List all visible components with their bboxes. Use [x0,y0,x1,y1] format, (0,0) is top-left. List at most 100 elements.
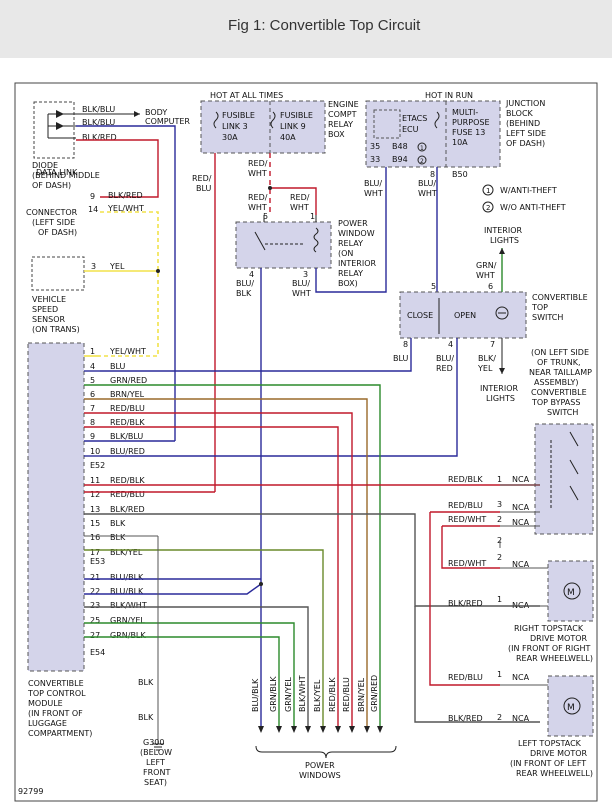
svg-text:CONNECTOR: CONNECTOR [26,208,78,217]
svg-text:(ON TRANS): (ON TRANS) [32,325,80,334]
power-window-arrow [305,726,311,733]
module-pin-wire: BLU [110,362,126,371]
svg-text:40A: 40A [280,133,296,142]
diode: DIODE (BEHIND MIDDLE OF DASH) BLK/BLU BL… [32,101,190,190]
svg-text:COMPT: COMPT [328,110,357,119]
module-pin-number: 22 [90,587,100,596]
svg-text:FRONT: FRONT [143,768,170,777]
svg-text:2: 2 [497,713,502,722]
svg-text:NCA: NCA [512,503,530,512]
module-pin-wire: BLK [110,519,126,528]
module-pin-number: 15 [90,519,100,528]
module-pin-wire: BLK/BLU [110,432,143,441]
power-window-arrow [258,726,264,733]
module-pin-wire: RED/BLU [110,490,145,499]
svg-text:SENSOR: SENSOR [32,315,65,324]
power-window-wire-label: BLK/YEL [313,679,322,712]
module-pin-number: 4 [90,362,95,371]
wire-blk-red-dlc [76,139,159,198]
svg-text:YEL: YEL [109,262,125,271]
svg-text:(BEHIND MIDDLE: (BEHIND MIDDLE [32,171,100,180]
convertible-top-switch: 5 6 CLOSE OPEN CONVERTIBLE TOP SWITCH 8 … [393,282,588,373]
svg-text:ENGINE: ENGINE [328,100,359,109]
power-window-arrow [291,726,297,733]
svg-text:30A: 30A [222,133,238,142]
svg-text:2: 2 [497,515,502,524]
module-pin-wire: BLU/BLK [110,587,144,596]
svg-text:TOP BYPASS: TOP BYPASS [531,398,580,407]
diode-title: DIODE [32,161,58,170]
svg-text:B48: B48 [392,142,408,151]
svg-text:JUNCTION: JUNCTION [505,99,545,108]
svg-text:SEAT): SEAT) [144,778,167,787]
figure-header: Fig 1: Convertible Top Circuit [0,0,612,58]
svg-text:FUSE 13: FUSE 13 [452,128,485,137]
module-pin-number: 13 [90,505,100,514]
svg-text:WINDOWS: WINDOWS [299,771,341,780]
right-topstack-motor: M RIGHT TOPSTACK DRIVE MOTOR (IN FRONT O… [508,560,594,663]
svg-text:3: 3 [303,270,308,279]
svg-text:B94: B94 [392,155,408,164]
svg-text:(IN FRONT OF: (IN FRONT OF [28,709,83,718]
svg-text:INTERIOR: INTERIOR [480,384,519,393]
svg-text:BLK/: BLK/ [478,354,496,363]
module-pin-number: 16 [90,533,100,542]
svg-text:4: 4 [448,340,453,349]
svg-text:W/ANTI-THEFT: W/ANTI-THEFT [500,186,557,195]
svg-text:BLK/RED: BLK/RED [448,599,483,608]
svg-text:1: 1 [310,212,315,221]
module-pin-number: 8 [90,418,95,427]
svg-text:E53: E53 [90,557,105,566]
svg-text:RELAY: RELAY [338,239,363,248]
svg-text:RED/: RED/ [248,159,268,168]
svg-text:1: 1 [420,145,424,152]
svg-text:CONVERTIBLE: CONVERTIBLE [531,388,587,397]
svg-text:OF DASH): OF DASH) [506,139,545,148]
svg-text:BLK: BLK [138,678,154,687]
svg-text:1: 1 [486,187,490,195]
svg-text:BLU: BLU [393,354,409,363]
power-window-arrow [320,726,326,733]
svg-text:LUGGAGE: LUGGAGE [28,719,67,728]
svg-text:BLU/: BLU/ [364,179,382,188]
svg-text:BOX): BOX) [338,279,358,288]
svg-text:W/O ANTI-THEFT: W/O ANTI-THEFT [500,203,566,212]
svg-text:35: 35 [370,142,380,151]
diagram-frame [14,82,598,802]
power-window-arrows [258,726,383,733]
power-window-arrow [364,726,370,733]
module-pin-number: 17 [90,548,100,557]
module-pin-wire: GRN/RED [110,376,147,385]
module-pin-number: 27 [90,631,100,640]
svg-text:LINK 9: LINK 9 [280,122,306,131]
svg-text:MULTI-: MULTI- [452,108,478,117]
power-window-wire-label: GRN/YEL [284,677,293,712]
svg-text:BLK/BLU: BLK/BLU [82,118,115,127]
power-window-relay: 5 1 POWER WINDOW RELAY (ON INTERIOR RELA… [235,212,377,288]
module-pin-number: 5 [90,376,95,385]
svg-text:MODULE: MODULE [28,699,63,708]
svg-text:1: 1 [497,475,502,484]
svg-text:WHT: WHT [248,203,267,212]
svg-text:7: 7 [490,340,495,349]
svg-text:5: 5 [431,282,436,291]
svg-text:BLU/: BLU/ [418,179,436,188]
svg-text:SPEED: SPEED [32,305,58,314]
left-topstack-motor: M LEFT TOPSTACK DRIVE MOTOR (IN FRONT OF… [510,675,594,778]
svg-text:YEL/WHT: YEL/WHT [107,204,144,213]
svg-text:E54: E54 [90,648,105,657]
svg-text:RELAY: RELAY [338,269,363,278]
svg-text:CONVERTIBLE: CONVERTIBLE [532,293,588,302]
svg-text:(ON: (ON [338,249,353,258]
convertible-top-control-module [27,342,85,672]
svg-text:WHT: WHT [418,189,437,198]
figure-number: 92799 [18,787,43,796]
svg-text:RELAY: RELAY [328,120,353,129]
svg-text:RED: RED [436,364,453,373]
svg-text:TOP: TOP [531,303,548,312]
svg-text:COMPUTER: COMPUTER [145,117,190,126]
svg-text:BLU/: BLU/ [236,279,254,288]
svg-text:WHT: WHT [476,271,495,280]
power-window-wire-label: BLU/BLK [251,678,260,712]
